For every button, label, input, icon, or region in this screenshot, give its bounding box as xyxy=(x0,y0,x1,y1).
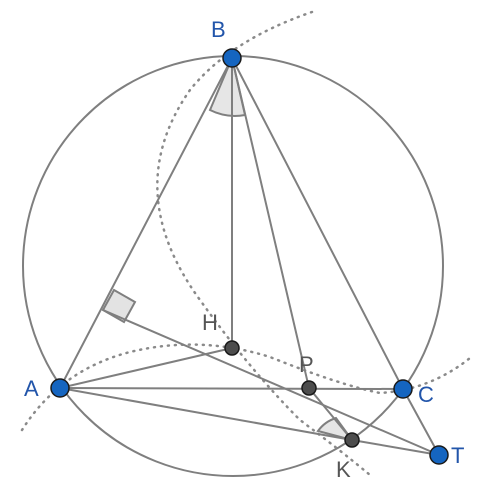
segment-ah xyxy=(59,347,233,389)
dotted-arc-through-a xyxy=(20,343,472,432)
segment-kt xyxy=(351,439,440,456)
point-k xyxy=(344,432,360,448)
label-a: A xyxy=(24,376,39,401)
altitude-line-through-h xyxy=(102,309,440,456)
label-b: B xyxy=(211,17,226,42)
point-p xyxy=(301,380,317,396)
segment-ab xyxy=(59,57,233,389)
segment-ct xyxy=(402,388,440,456)
point-a xyxy=(50,378,70,398)
label-k: K xyxy=(336,457,351,482)
segment-ac xyxy=(59,387,404,390)
label-h: H xyxy=(202,310,218,335)
angle-marker-k xyxy=(316,416,355,442)
label-t: T xyxy=(451,443,464,468)
label-p: P xyxy=(299,352,314,377)
label-c: C xyxy=(418,382,434,407)
point-c xyxy=(393,379,413,399)
segment-pk xyxy=(308,387,353,441)
point-t xyxy=(429,445,449,465)
segment-bp xyxy=(231,57,310,389)
point-b xyxy=(222,48,242,68)
segment-bc xyxy=(231,57,404,390)
dotted-arc-through-b xyxy=(156,10,372,477)
segment-ak xyxy=(59,387,353,441)
point-h xyxy=(224,340,240,356)
